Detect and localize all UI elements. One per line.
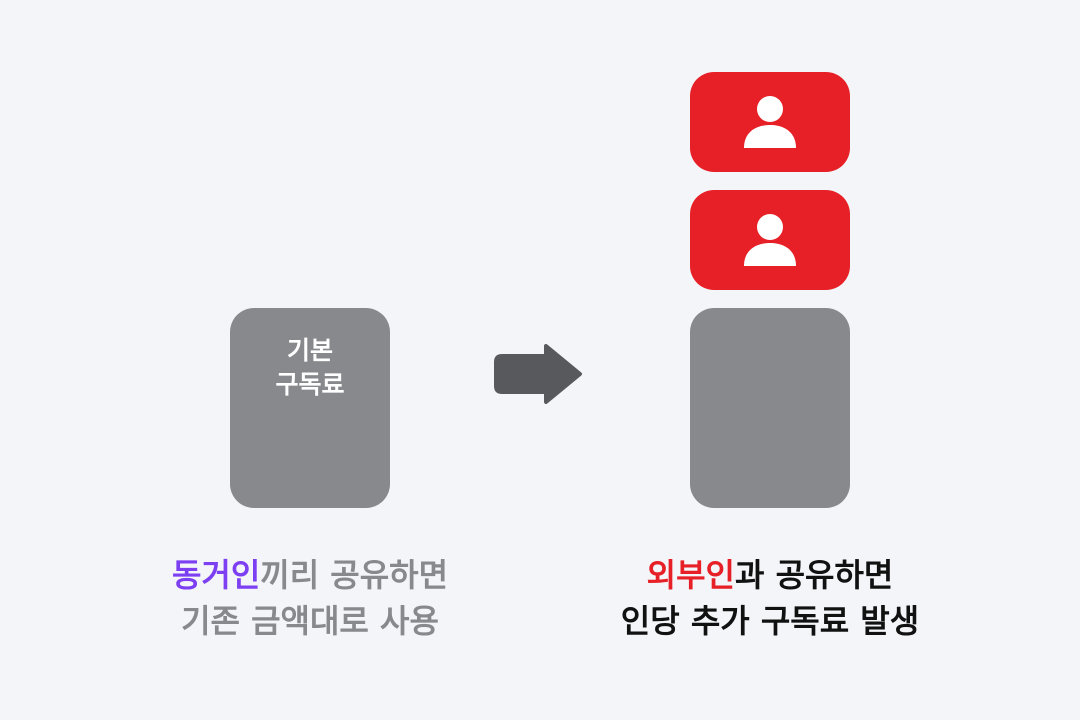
right-caption-highlight: 외부인	[646, 556, 735, 594]
basic-subscription-label: 기본 구독료	[275, 336, 345, 399]
left-caption: 동거인끼리 공유하면 기존 금액대로 사용	[90, 552, 530, 644]
basic-subscription-block: 기본 구독료	[230, 308, 390, 508]
right-arrow-icon	[494, 344, 582, 404]
left-caption-line1-rest: 끼리 공유하면	[260, 556, 449, 594]
right-caption-line1: 외부인과 공유하면	[550, 552, 990, 598]
basic-subscription-block-right	[690, 308, 850, 508]
right-caption: 외부인과 공유하면 인당 추가 구독료 발생	[550, 552, 990, 644]
added-user-block	[690, 72, 850, 172]
left-caption-line1: 동거인끼리 공유하면	[90, 552, 530, 598]
user-icon	[744, 214, 796, 266]
right-caption-line1-rest: 과 공유하면	[734, 556, 894, 594]
left-caption-line2: 기존 금액대로 사용	[181, 602, 439, 640]
left-caption-highlight: 동거인	[171, 556, 261, 594]
user-icon	[744, 96, 796, 148]
added-user-block	[690, 190, 850, 290]
right-caption-line2: 인당 추가 구독료 발생	[620, 602, 920, 640]
